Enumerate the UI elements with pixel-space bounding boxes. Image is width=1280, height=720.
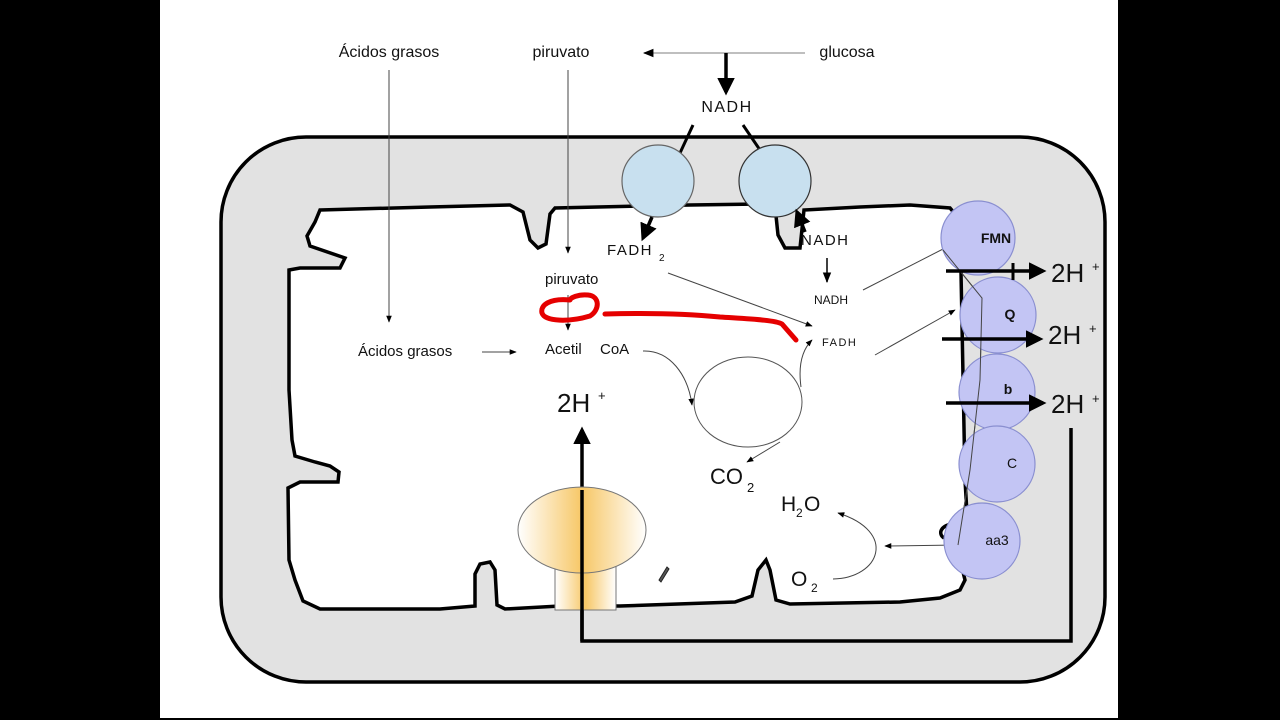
inner-acidos-grasos-label: Ácidos grasos [358, 343, 452, 360]
co2-subscript: 2 [747, 480, 754, 495]
blue-complex-left [621, 144, 695, 218]
chain-complex-q [959, 276, 1037, 354]
complex-to-fadh2-arrow [640, 216, 657, 242]
nadh-to-complex1-line [678, 124, 695, 154]
center-2h-superscript: + [598, 388, 606, 403]
fadh2-label: FADH [607, 242, 653, 259]
fadh2-to-fadh-arrow [667, 272, 813, 327]
chain-label-fmn: FMN [981, 230, 1011, 246]
coa-label: CoA [600, 341, 629, 358]
nadh-to-complex-right-arrow [794, 208, 811, 233]
nadh-to-fmn-line [862, 247, 946, 291]
top-acidos-grasos-label: Ácidos grasos [339, 42, 440, 61]
chain-label-c: C [1007, 455, 1017, 471]
acetil-to-cycle-arrow [642, 350, 694, 406]
inner-piruvato-label: piruvato [545, 271, 598, 288]
electron-transport-chain: FMN Q b C aa3 2H + 2H + 2H + [938, 200, 1100, 580]
chain-label-q: Q [1005, 306, 1016, 322]
fadh2-subscript: 2 [659, 253, 665, 264]
top-piruvato-label: piruvato [533, 44, 590, 61]
o2-to-h2o-arrow [832, 512, 877, 580]
cycle-to-fadh-arrow [799, 339, 813, 388]
co2-label: CO [710, 464, 743, 489]
chain-label-b: b [1004, 381, 1013, 397]
electron-path-overlay [942, 249, 983, 546]
left-letterbox [0, 0, 160, 720]
proton-sup-3: + [1092, 391, 1100, 406]
pen-cursor-icon [658, 566, 670, 583]
proton-sup-2: + [1089, 321, 1097, 336]
krebs-cycle [693, 356, 803, 448]
fadh-to-q-arrow [874, 309, 956, 356]
proton-sup-1: + [1092, 259, 1100, 274]
proton-label-2: 2H [1048, 320, 1081, 350]
chain-complex-fmn [940, 200, 1016, 276]
o2-label: O [791, 568, 807, 591]
red-highlight-annotation [539, 292, 799, 343]
o2-subscript: 2 [811, 581, 818, 595]
proton-label-3: 2H [1051, 389, 1084, 419]
nadh-upper-label: NADH [801, 232, 850, 249]
center-2h-label: 2H [557, 388, 590, 418]
h2o-h-label: H [781, 493, 796, 516]
h2o-o-label: O [804, 493, 820, 516]
nadh-to-complex2-line [741, 124, 762, 151]
nadh-lower-label: NADH [814, 293, 848, 307]
cycle-to-co2-arrow [746, 441, 781, 463]
acetil-label: Acetil [545, 341, 582, 358]
top-nadh-label: NADH [701, 99, 752, 116]
fadh-label: FADH [822, 337, 857, 349]
h2o-subscript: 2 [796, 506, 803, 520]
chain-label-aa3: aa3 [985, 532, 1009, 548]
top-glucosa-label: glucosa [819, 44, 874, 61]
right-letterbox [1118, 0, 1280, 720]
chain-complex-aa3 [943, 502, 1021, 580]
chain-complex-c [958, 425, 1036, 503]
blue-complex-right [738, 144, 812, 218]
chain-complex-b [958, 353, 1036, 431]
proton-label-1: 2H [1051, 258, 1084, 288]
